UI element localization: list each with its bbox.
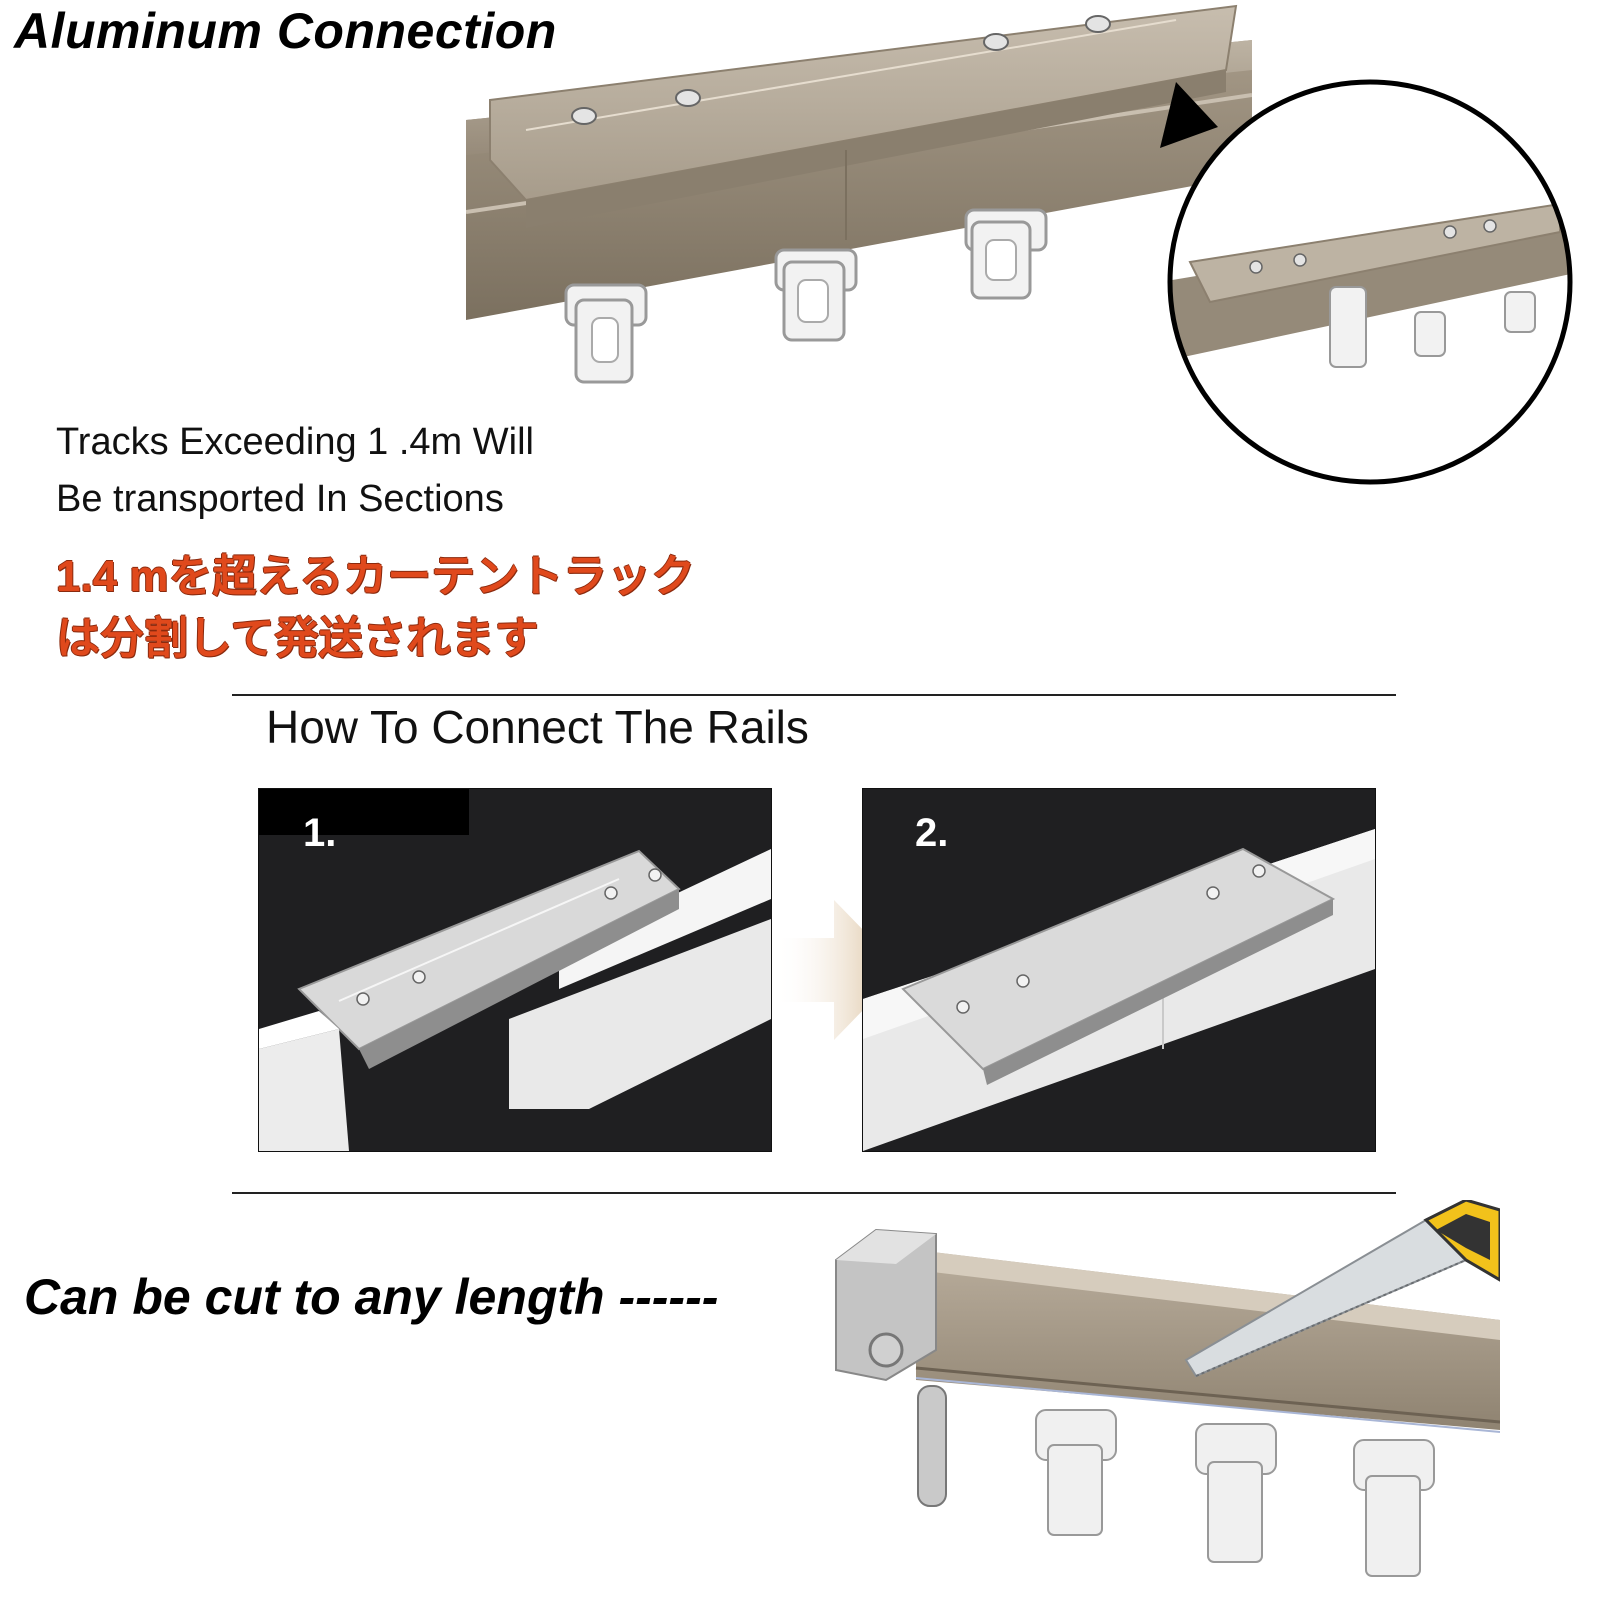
rail-connector-image — [466, 0, 1252, 400]
page-title: Aluminum Connection — [14, 3, 557, 59]
shipping-note-line-1: Tracks Exceeding 1 .4m Will — [56, 421, 534, 463]
step-2-label: 2. — [915, 811, 949, 855]
how-to-title: How To Connect The Rails — [266, 701, 809, 753]
rail-cut-image — [826, 1200, 1500, 1590]
divider-bottom — [232, 1192, 1396, 1194]
shipping-note-jp-line-1: 1.4 mを超えるカーテントラック — [56, 552, 696, 601]
shipping-note-line-2: Be transported In Sections — [56, 478, 504, 520]
step-1-panel: 1. — [258, 788, 772, 1152]
step-2-panel: 2. — [862, 788, 1376, 1152]
shipping-note-english: Tracks Exceeding 1 .4m Will Be transport… — [56, 414, 534, 528]
shipping-note-japanese: 1.4 mを超えるカーテントラック は分割して発送されます — [56, 546, 695, 670]
step-1-label: 1. — [303, 811, 337, 855]
zoom-detail-circle — [1160, 72, 1580, 492]
divider-top — [232, 694, 1396, 696]
cut-length-caption: Can be cut to any length ------ — [24, 1269, 719, 1325]
next-arrow-icon — [774, 900, 902, 1040]
shipping-note-jp-line-2: は分割して発送されます — [56, 614, 539, 663]
